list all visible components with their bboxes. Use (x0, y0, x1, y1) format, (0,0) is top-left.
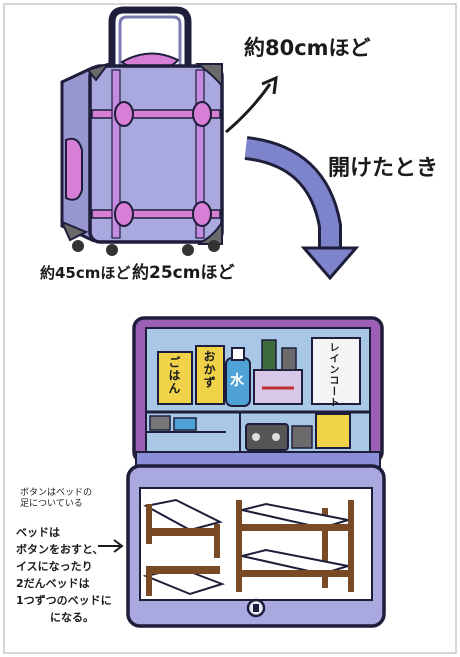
bed-note: ベッドは ボタンをおすと、 イスになったり 2だんベッドは 1つずつのベッドに … (16, 526, 112, 624)
opened-suitcase (126, 316, 386, 628)
water-label: 水 (230, 373, 244, 389)
closed-suitcase (60, 6, 224, 256)
button-note: ボタンはベッドの 足についている (20, 488, 93, 509)
depth-label: 約25cmほど (132, 263, 235, 283)
height-label: 約80cmほど (244, 36, 371, 60)
page-border (3, 3, 457, 654)
rice-label: ごはん (167, 356, 181, 395)
side-dish-label: おかず (202, 350, 216, 389)
width-label: 約45cmほど (40, 264, 131, 282)
food-pack (315, 413, 351, 449)
bed-left-bottom (142, 566, 226, 596)
big-arrow-head (300, 246, 360, 281)
raincoat-pack (311, 337, 361, 405)
bed-left-top (143, 498, 223, 558)
radio (245, 423, 289, 451)
opened-label: 開けたとき (328, 156, 439, 181)
side-handle (65, 137, 83, 201)
side-dish-box (195, 345, 225, 405)
height-arrow (225, 83, 272, 134)
suitcase-handle (108, 6, 192, 72)
raincoat-label: レインコート (327, 342, 338, 408)
bunk-bed (236, 500, 354, 592)
rice-box (157, 351, 193, 405)
